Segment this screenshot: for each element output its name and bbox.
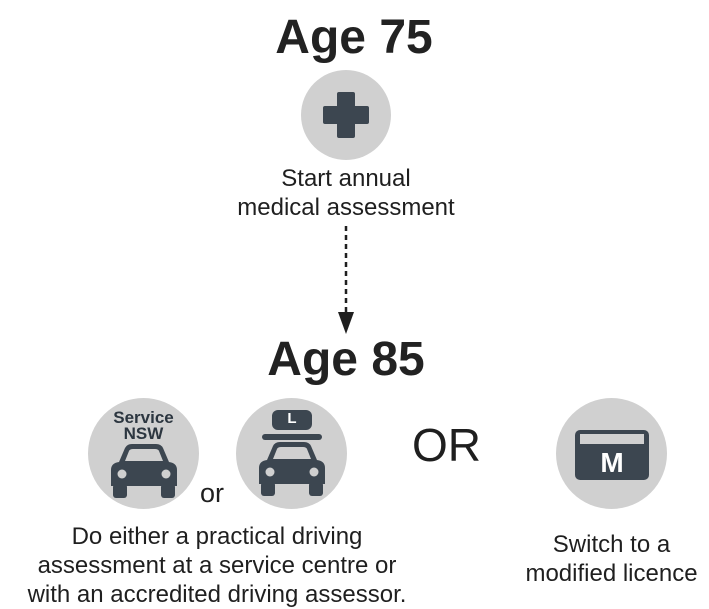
service-nsw-line-1: Service	[113, 408, 174, 427]
option-b-description: Switch to a modified licence	[514, 530, 709, 588]
medical-icon-circle	[301, 70, 391, 160]
age-75-line-2: medical assessment	[237, 194, 455, 221]
service-nsw-badge: Service NSW	[88, 408, 199, 443]
option-a-line-2: assessment at a service centre or	[37, 552, 397, 579]
service-nsw-line-2: NSW	[123, 424, 164, 443]
age-75-description: Start annual medical assessment	[196, 164, 496, 222]
age-75-heading: Age 75	[275, 11, 433, 64]
medical-cross-icon	[323, 92, 369, 138]
or-small-label: or	[200, 478, 225, 508]
learner-car-circle: L	[236, 398, 347, 509]
learner-plate-letter: L	[287, 410, 297, 427]
learner-car-icon	[259, 410, 325, 496]
age-85-heading: Age 85	[267, 333, 425, 386]
option-a-line-1: Do either a practical driving	[71, 523, 363, 550]
option-b-line-1: Switch to a	[552, 531, 671, 558]
dashed-arrow-icon	[338, 226, 354, 334]
option-a-description: Do either a practical driving assessment…	[0, 522, 434, 609]
option-b-line-2: modified licence	[525, 560, 698, 587]
licence-letter: M	[600, 447, 624, 478]
or-separator: OR	[412, 419, 481, 471]
licence-card-icon	[575, 430, 649, 480]
modified-licence-circle: M	[556, 398, 667, 509]
car-icon	[111, 444, 177, 498]
age-75-line-1: Start annual	[281, 165, 411, 192]
option-a-line-3: with an accredited driving assessor.	[27, 581, 407, 608]
service-nsw-circle: Service NSW	[88, 398, 199, 509]
